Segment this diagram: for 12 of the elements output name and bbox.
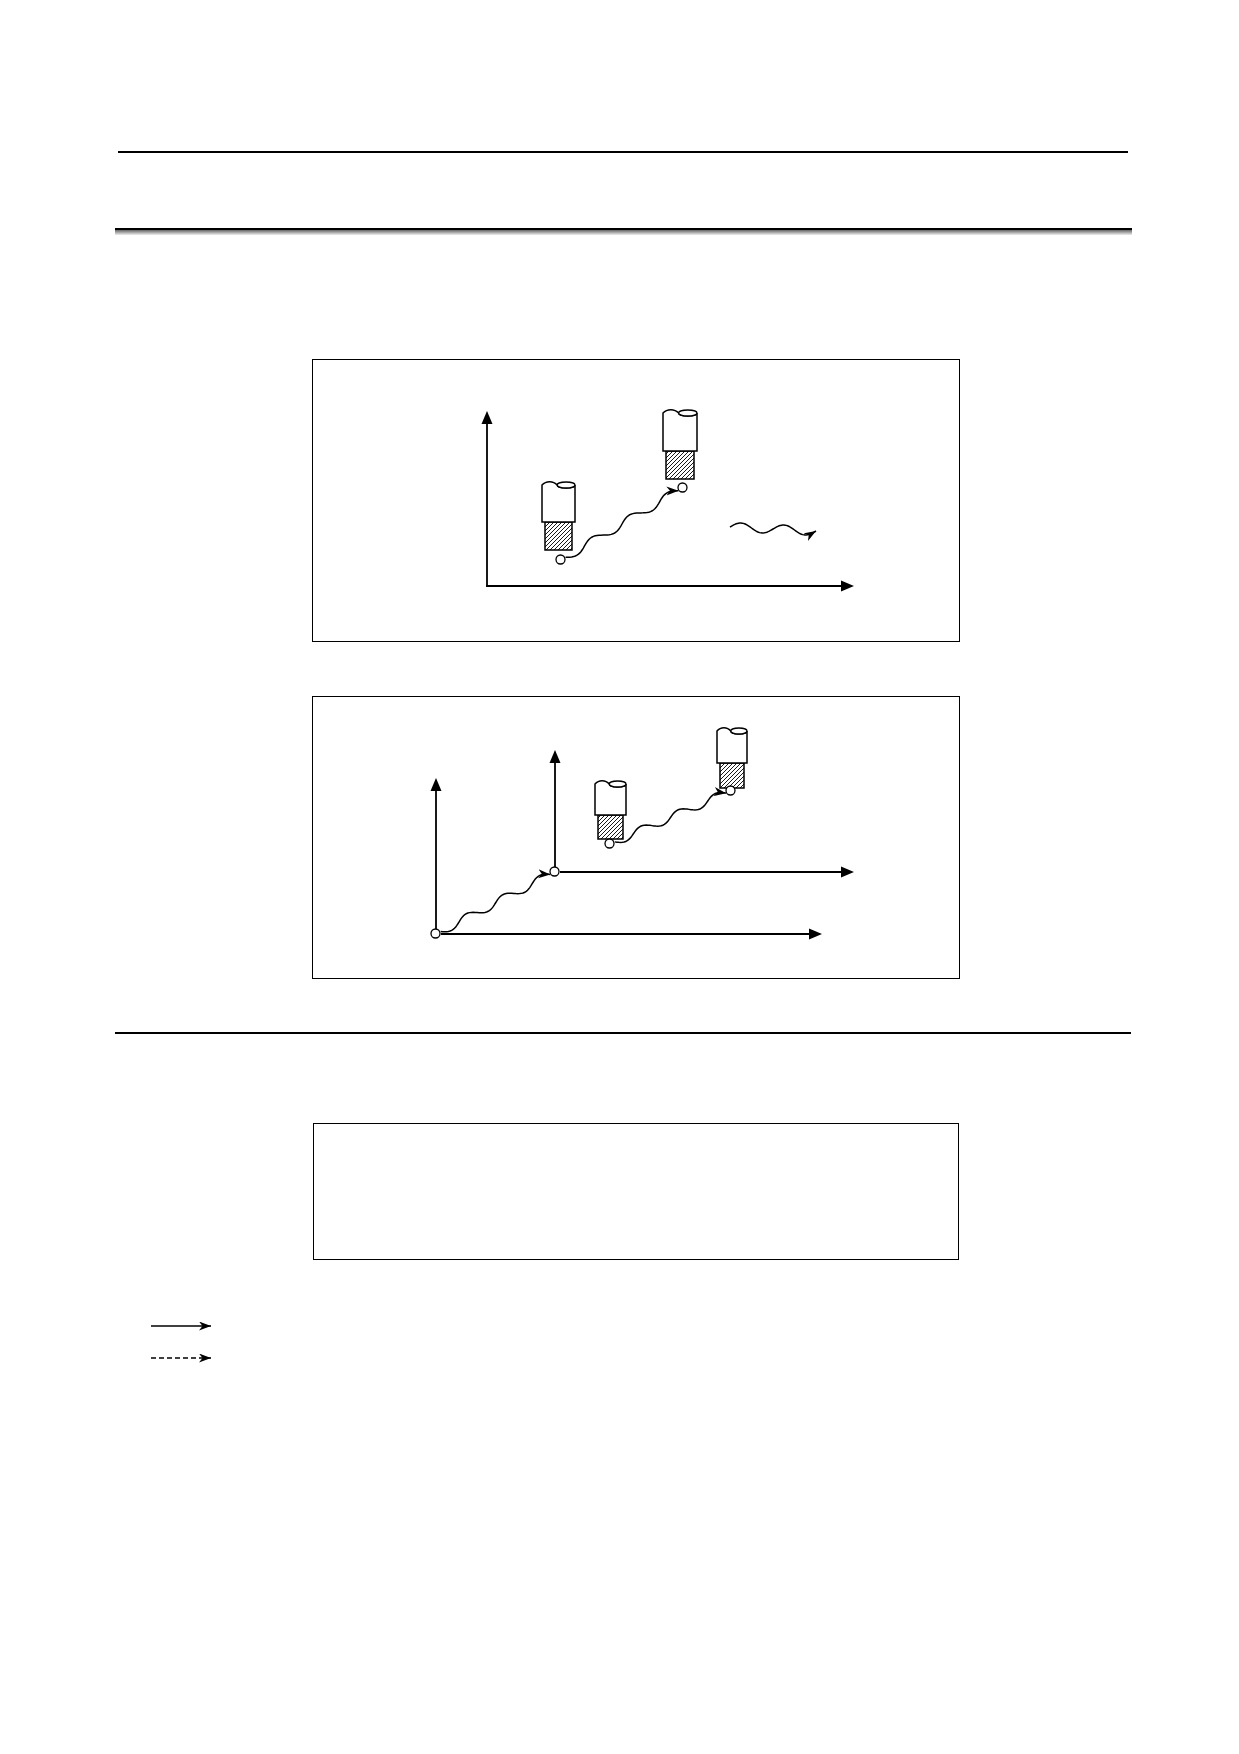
figure-frame: [312, 359, 960, 642]
point-marker: [555, 554, 566, 565]
point-marker: [604, 838, 615, 849]
point-marker: [549, 866, 560, 877]
wavy-arrow: [614, 787, 727, 844]
point-marker: [725, 785, 736, 796]
wavy-arrow: [564, 486, 680, 559]
point-marker: [677, 482, 688, 493]
figure-frame: [312, 696, 960, 979]
empty-frame: [313, 1123, 959, 1260]
point-marker: [430, 928, 441, 939]
wavy-arrow: [439, 869, 552, 933]
